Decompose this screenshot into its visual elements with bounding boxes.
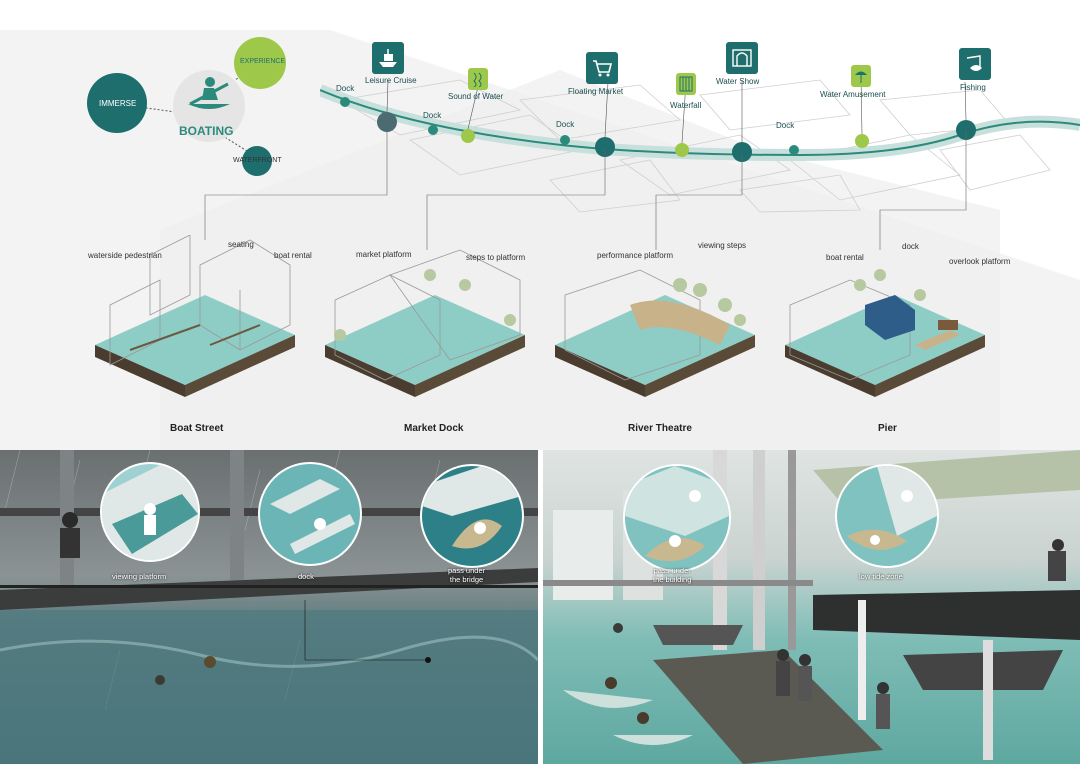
pass-under-bridge-callout — [420, 464, 524, 568]
river-theatre-label-2: viewing steps — [698, 241, 747, 250]
amusement-icon — [851, 65, 871, 87]
stop-water-amusement: Water Amusement — [820, 90, 886, 99]
scene-right: pass under the building low tide zone — [543, 450, 1080, 764]
dock-callout — [258, 462, 362, 566]
boating-icon — [184, 74, 234, 114]
connector-lines — [204, 130, 967, 250]
stop-fishing: Fishing — [960, 83, 986, 92]
immerse-label: IMMERSE — [99, 99, 137, 108]
viewing-platform-callout — [100, 462, 200, 562]
pier-label-3: overlook platform — [949, 257, 1011, 266]
route-map: Dock Leisure Cruise Sound of Water Dock … — [320, 40, 1080, 215]
stop-water-show: Water Show — [716, 77, 760, 86]
dock-text: dock — [298, 572, 314, 581]
low-tide-zone-text: low tide zone — [859, 572, 903, 581]
cruise-icon — [372, 42, 404, 74]
module-market-dock: market platform steps to platform Market… — [320, 245, 535, 434]
scene-left: viewing platform dock pass under the bri… — [0, 450, 538, 764]
experience-label: EXPERIENCE — [240, 58, 286, 65]
boating-label: BOATING — [179, 124, 234, 138]
stop-sound-of-water: Sound of Water — [448, 92, 504, 101]
boat-street-label-1: waterside pedestrian — [88, 251, 162, 260]
river-theatre-title: River Theatre — [628, 423, 692, 434]
stop-dock-4: Dock — [776, 121, 795, 130]
scene-divider — [538, 450, 543, 764]
river-theatre-label-1: performance platform — [597, 251, 674, 260]
market-dock-title: Market Dock — [404, 423, 464, 434]
module-pier: boat rental dock overlook platform Pier — [780, 242, 1010, 434]
market-dock-label-2: steps to platform — [466, 253, 526, 262]
boat-street-label-2: seating — [228, 240, 254, 249]
viewing-platform-text: viewing platform — [112, 572, 167, 581]
module-boat-street: waterside pedestrian seating boat rental… — [88, 234, 312, 434]
market-dock-label-1: market platform — [356, 250, 412, 259]
module-river-theatre: performance platform viewing steps River… — [550, 241, 765, 434]
pier-title: Pier — [878, 423, 897, 434]
sound-icon — [468, 68, 488, 90]
stop-floating-market: Floating Market — [568, 87, 624, 96]
stop-leisure-cruise: Leisure Cruise — [365, 76, 417, 85]
market-icon — [586, 52, 618, 84]
stop-dock-1: Dock — [336, 84, 355, 93]
pass-under-building-text: pass under the building — [653, 566, 692, 584]
pier-label-2: dock — [902, 242, 919, 251]
pier-label-1: boat rental — [826, 253, 864, 262]
stop-dock-2: Dock — [423, 111, 442, 120]
water-show-icon — [726, 42, 758, 74]
low-tide-zone-callout — [835, 464, 939, 568]
fishing-icon — [959, 48, 991, 80]
boat-street-label-3: boat rental — [274, 251, 312, 260]
pass-under-bridge-text: pass under the bridge — [448, 566, 486, 584]
pass-under-building-callout — [623, 464, 731, 572]
stop-dock-3: Dock — [556, 120, 575, 129]
boat-street-title: Boat Street — [170, 423, 224, 434]
stop-waterfall: Waterfall — [670, 101, 702, 110]
waterfall-icon — [676, 73, 696, 95]
concept-diagram: IMMERSE EXPERIENCE BOATING WATERFRONT — [80, 36, 320, 186]
waterfront-label: WATERFRONT — [233, 157, 282, 164]
